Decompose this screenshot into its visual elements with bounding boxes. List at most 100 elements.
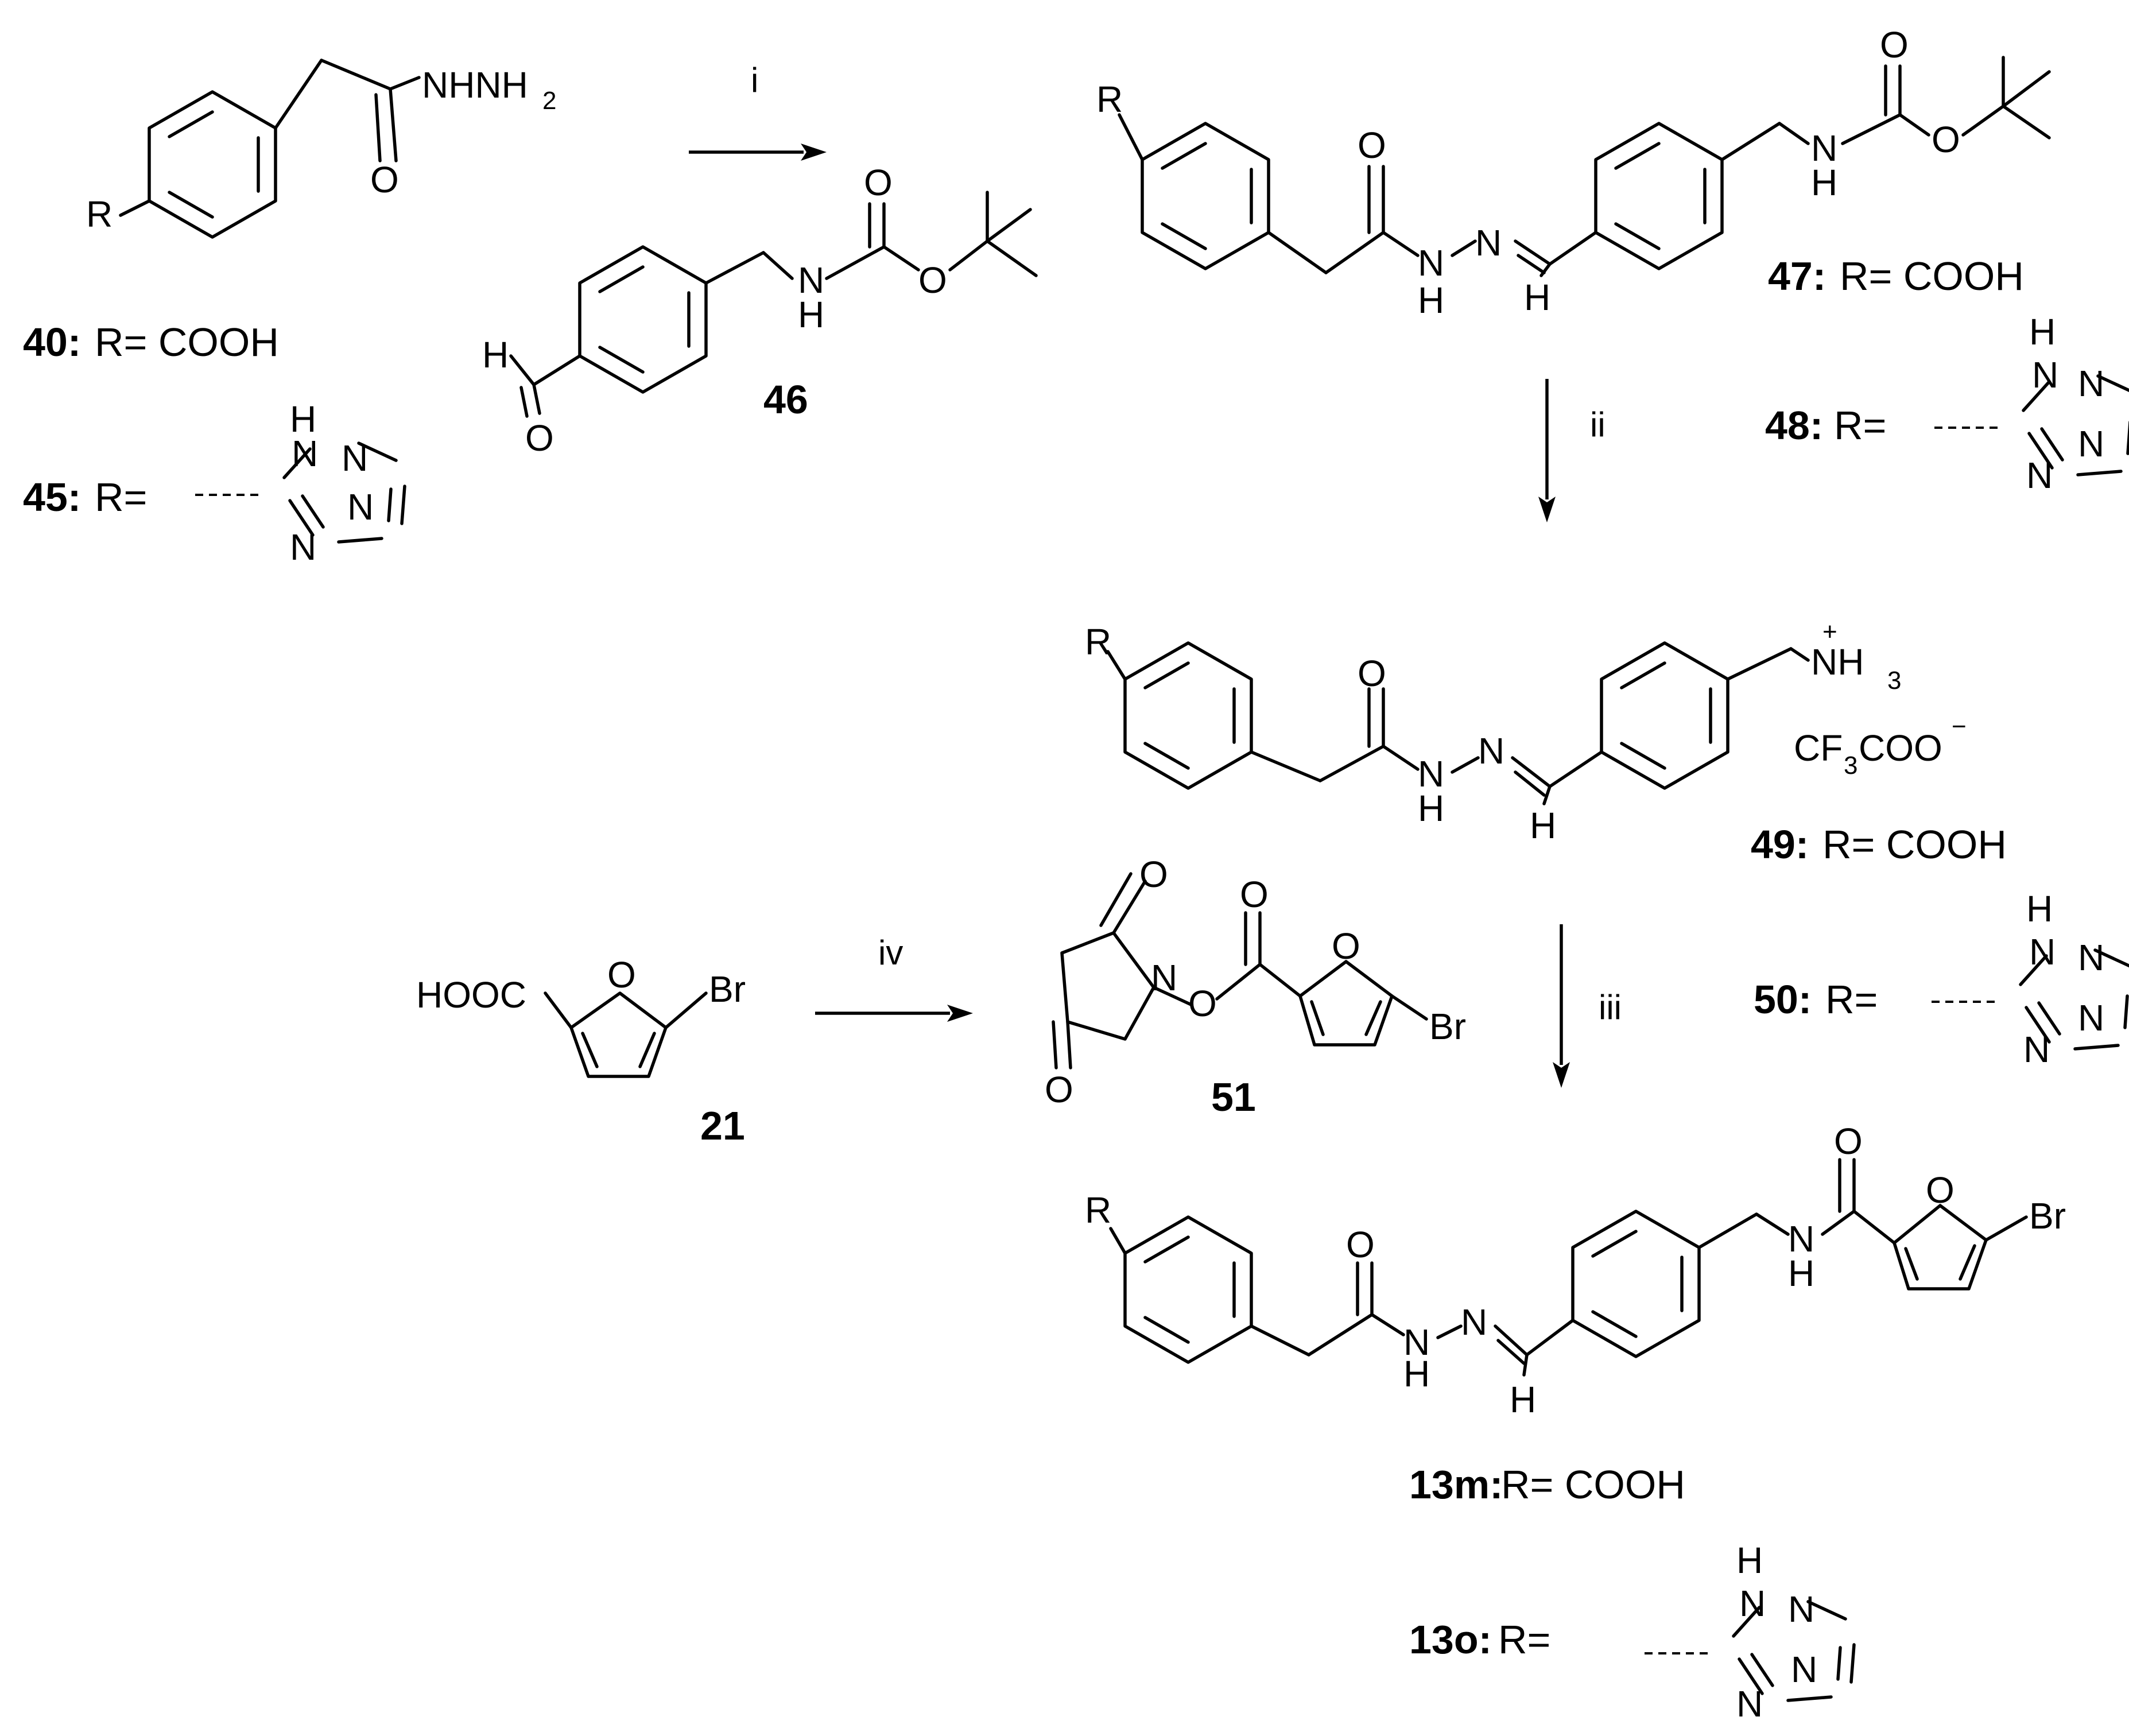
arrow-step-iii <box>1553 924 1570 1088</box>
atom-O-carbonyl-13: O <box>1834 1121 1863 1162</box>
arrow-step-i <box>689 144 827 161</box>
atom-R-49: R <box>1085 621 1111 662</box>
compound-13: R O N H N H N H O O Br <box>1085 1121 2066 1420</box>
compound-number-47: 47: <box>1768 254 1826 299</box>
atom-H-N1-49: H <box>1418 788 1444 829</box>
atom-N2-50: N <box>2078 937 2104 978</box>
minus-charge-49: − <box>1952 712 1967 741</box>
compound-47: R O N H N H N H O O <box>1096 24 2051 321</box>
atom-NHNH-40: NHNH <box>422 64 528 106</box>
atom-R-40: R <box>86 193 113 235</box>
atom-N4-48: N <box>2026 455 2053 496</box>
atom-Br-51: Br <box>1429 1006 1466 1047</box>
atom-H-carbamate-47: H <box>1811 162 1837 203</box>
atom-O-top-51: O <box>1139 854 1168 895</box>
plus-charge-49: + <box>1822 618 1837 646</box>
atom-O-furan-21: O <box>607 954 636 995</box>
atom-H-N1-13: H <box>1403 1353 1430 1394</box>
atom-Br-21: Br <box>709 968 746 1010</box>
atom-H-CH-13: H <box>1510 1379 1536 1420</box>
r-group-13o: R= <box>1498 1617 1550 1662</box>
atom-HOOC-21: HOOC <box>416 974 526 1016</box>
atom-N3-13o: N <box>1791 1649 1817 1690</box>
atom-N1-13o: N <box>1739 1583 1766 1624</box>
atom-H-amide-13: H <box>1788 1253 1814 1294</box>
atom-O-ester-47: O <box>1932 119 1960 160</box>
atom-O-link-51: O <box>1188 983 1217 1024</box>
atom-N4-13o: N <box>1736 1683 1763 1725</box>
r-group-13m: R= COOH <box>1501 1462 1685 1507</box>
subscript-2-40: 2 <box>542 87 556 115</box>
atom-COO-49: COO <box>1859 727 1942 769</box>
atom-N1-49: N <box>1418 753 1444 795</box>
r-group-40: R= COOH <box>95 320 279 365</box>
atom-H-CH-49: H <box>1530 805 1556 846</box>
atom-O-49: O <box>1358 653 1386 694</box>
atom-N2-45: N <box>342 437 368 479</box>
step-label-i: i <box>751 61 758 99</box>
atom-N1-47: N <box>1418 242 1444 284</box>
compound-number-45: 45: <box>23 475 81 520</box>
atom-N1-45: N <box>292 433 318 474</box>
r-group-45: R= <box>95 475 147 520</box>
atom-H-45: H <box>290 398 316 440</box>
compound-number-13m: 13m: <box>1409 1462 1503 1507</box>
subscript-3-49: 3 <box>1887 666 1901 695</box>
atom-Br-13: Br <box>2029 1195 2066 1237</box>
atom-N1-48: N <box>2032 354 2058 396</box>
atom-O-furan-51: O <box>1332 925 1360 967</box>
atom-N-amide-13: N <box>1788 1218 1814 1260</box>
atom-H-CH-47: H <box>1524 277 1550 318</box>
atom-O-47: O <box>1358 125 1386 166</box>
arrow-step-iv <box>815 1005 973 1022</box>
atom-N-51: N <box>1151 957 1177 998</box>
compound-46: H O N H O O <box>482 162 1038 459</box>
compound-number-48: 48: <box>1765 403 1823 448</box>
atom-N4-45: N <box>290 526 316 568</box>
atom-H-48: H <box>2029 311 2056 352</box>
r-group-47: R= COOH <box>1840 254 2024 299</box>
atom-O-furan-13: O <box>1926 1169 1955 1211</box>
atom-H-13o: H <box>1736 1540 1763 1581</box>
r-group-48: R= <box>1834 403 1886 448</box>
atom-CF-49: CF <box>1794 727 1843 769</box>
step-label-iv: iv <box>878 933 903 972</box>
atom-O-13: O <box>1346 1224 1375 1265</box>
atom-N3-50: N <box>2078 997 2104 1038</box>
compound-49: R O N H N H NH 3 + CF 3 COO − <box>1085 618 1967 846</box>
atom-NH-49: NH <box>1811 641 1864 683</box>
atom-H-46: H <box>482 334 509 375</box>
atom-O-40: O <box>370 159 399 200</box>
compound-number-46: 46 <box>763 377 808 422</box>
atom-O-bottom-51: O <box>1045 1069 1073 1110</box>
arrow-step-ii <box>1538 379 1556 522</box>
atom-N2-13o: N <box>1788 1588 1814 1630</box>
atom-N2-13: N <box>1461 1301 1487 1343</box>
compound-51: O O N O O O Br <box>1045 854 1466 1110</box>
atom-N1-50: N <box>2029 931 2056 972</box>
atom-H-N1-47: H <box>1418 280 1444 321</box>
compound-number-13o: 13o: <box>1409 1617 1492 1662</box>
compound-number-51: 51 <box>1211 1075 1256 1119</box>
atom-O-carbonyl-51: O <box>1240 874 1269 915</box>
atom-N-carbamate-47: N <box>1811 127 1837 169</box>
compound-number-21: 21 <box>700 1103 745 1148</box>
atom-N3-48: N <box>2078 423 2104 464</box>
step-label-ii: ii <box>1590 405 1606 444</box>
compound-21: HOOC O Br <box>416 954 746 1078</box>
atom-O-aldehyde-46: O <box>525 417 554 459</box>
r-group-49: R= COOH <box>1822 822 2007 867</box>
atom-N-46: N <box>798 259 824 301</box>
atom-N2-49: N <box>1478 730 1504 772</box>
compound-number-49: 49: <box>1751 822 1809 867</box>
atom-O-carbonyl-46: O <box>864 162 893 203</box>
atom-H-N-46: H <box>798 294 824 335</box>
atom-N4-50: N <box>2023 1029 2050 1070</box>
compound-number-40: 40: <box>23 320 81 365</box>
r-group-50: R= <box>1825 977 1878 1022</box>
atom-R-13: R <box>1085 1189 1111 1231</box>
atom-H-50: H <box>2026 888 2053 929</box>
compound-40: R O NHNH 2 <box>86 59 556 239</box>
atom-R-47: R <box>1096 79 1123 120</box>
atom-N1-13: N <box>1403 1322 1430 1363</box>
